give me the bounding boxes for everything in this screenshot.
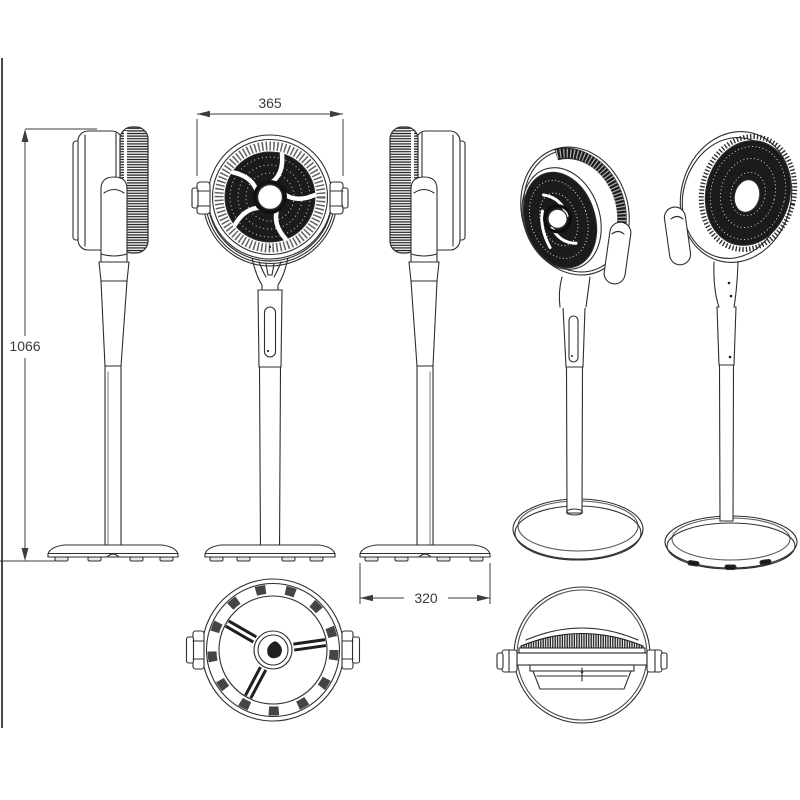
neck-fork (251, 257, 289, 292)
pole (257, 289, 283, 552)
pivot-knob-right (646, 649, 668, 673)
head-top-view (496, 586, 668, 724)
yoke-arm (663, 206, 692, 266)
head (520, 146, 630, 276)
head-width-dimension-label: 365 (258, 95, 282, 111)
rim-hatch-ring (698, 134, 798, 252)
hub-cap (256, 183, 284, 211)
arrowhead-left (197, 110, 210, 118)
front-view (191, 134, 349, 562)
front-grille (522, 171, 598, 269)
tab-right (341, 630, 361, 670)
neck (558, 276, 591, 308)
yoke-arm (603, 221, 632, 285)
neck (713, 261, 739, 308)
head-inner-rim (211, 138, 329, 256)
grille-top-band (520, 632, 644, 649)
hub-opening (733, 179, 761, 213)
arrowhead-down (21, 548, 29, 561)
dimension-base-depth: 320 (359, 563, 491, 606)
head (679, 131, 798, 263)
base (664, 515, 798, 570)
control-slot (568, 315, 579, 363)
base-depth-dimension-label: 320 (414, 590, 438, 606)
dimension-head-width: 365 (196, 95, 344, 176)
height-dimension-label: 1066 (9, 338, 40, 354)
arrowhead-right (330, 110, 343, 118)
pivot-knob-left (496, 649, 518, 673)
base (204, 544, 336, 562)
side-view-right (47, 126, 179, 562)
spokes (224, 619, 327, 699)
hub-cap (547, 208, 568, 229)
three-quarter-front-view (512, 146, 644, 561)
side-view-left (359, 126, 491, 562)
fan-blades (224, 151, 315, 243)
tab-left (185, 630, 205, 670)
arrowhead-up (21, 129, 29, 142)
pole (562, 306, 586, 516)
rim-arc (525, 627, 639, 641)
arrowhead-left (360, 594, 373, 602)
pivot-right (329, 181, 349, 215)
hub-latch (267, 641, 282, 659)
dimension-overall-height: 1066 (0, 128, 97, 562)
three-quarter-rear-view (663, 131, 798, 570)
pole (716, 306, 737, 522)
control-slot (263, 306, 277, 358)
rim-hatch-segments (207, 584, 339, 716)
base-bottom-view (185, 578, 361, 722)
pivot-left (191, 181, 211, 215)
arrowhead-right (477, 594, 490, 602)
rear-grille (704, 140, 792, 246)
